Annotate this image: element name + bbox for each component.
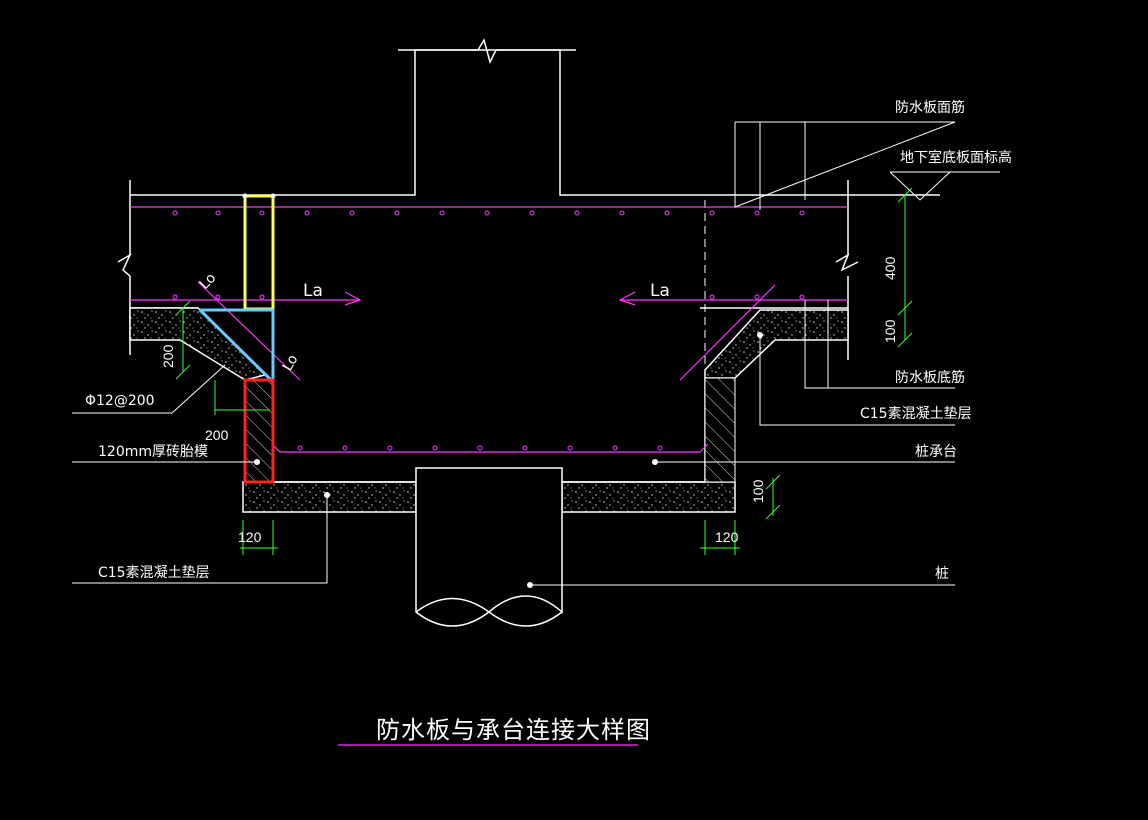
brick-form-right [704,377,736,483]
pile [415,467,563,627]
label-bottom-rebar: 防水板底筋 [895,369,965,386]
label-la-left: La [303,281,323,301]
dim-cushion-right: 100 [882,319,898,343]
label-la-right: La [650,281,670,301]
column-outline [130,38,735,196]
dim-brick-right: 120 [715,529,739,545]
dim-slab-thickness: 400 [882,256,898,280]
pile-cap-outline [273,378,706,483]
label-lo-upper: Lo [197,270,220,293]
leader-dots [242,193,763,588]
highlight-yellow [243,194,275,311]
label-c15-left: C15素混凝土垫层 [98,565,210,581]
label-basement-level: 地下室底板面标高 [900,149,1012,166]
label-pile: 桩 [935,565,949,582]
rebar-dots [172,210,805,451]
label-pile-cap: 桩承台 [915,443,957,460]
highlight-blue [198,308,275,384]
concrete-cushion-upper [129,307,849,381]
label-c15-right: C15素混凝土垫层 [860,406,972,422]
dim-cushion-bottom: 100 [750,479,766,503]
dim-brick-left: 120 [238,529,262,545]
dimension-lines [175,187,913,555]
dim-haunch-height: 200 [160,344,176,368]
drawing-title: 防水板与承台连接大样图 [376,716,651,744]
leader-lines [72,121,1000,586]
label-brick-form: 120mm厚砖胎模 [98,444,208,460]
label-top-rebar: 防水板面筋 [895,99,965,116]
dim-haunch-width: 200 [205,427,229,443]
highlight-red [243,378,275,484]
label-rebar-spec: Φ12@200 [85,393,155,409]
brick-form-left [244,379,274,483]
label-lo-lower: Lo [280,352,302,374]
